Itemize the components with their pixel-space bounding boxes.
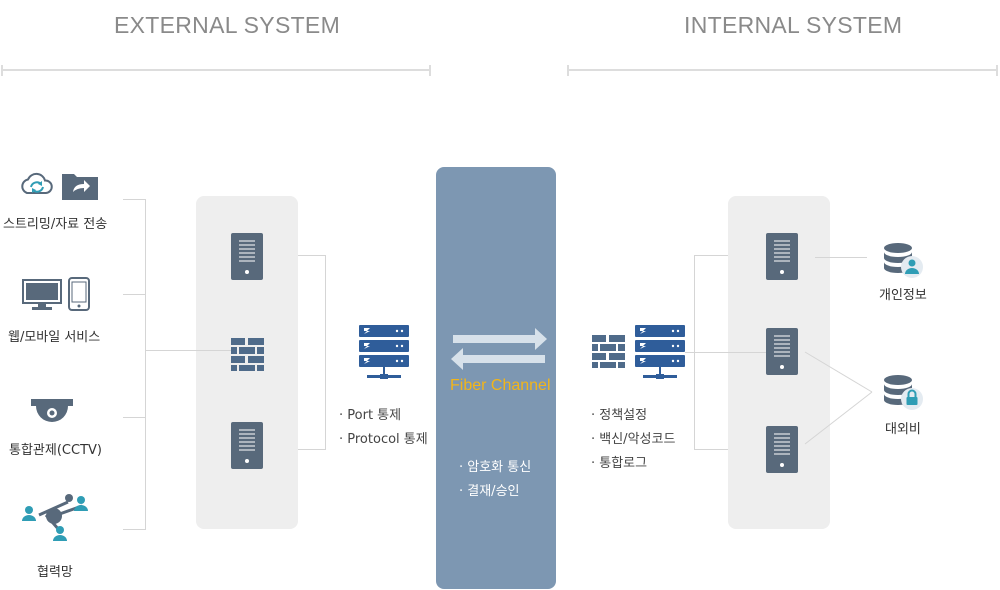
- server-icon: [231, 233, 263, 280]
- network-server-icon: [359, 325, 409, 379]
- connector: [123, 199, 146, 200]
- web-mobile-service-label: 웹/모바일 서비스: [8, 330, 101, 345]
- folder-share-icon: [62, 174, 98, 200]
- bullet-item: · Port 통제: [339, 408, 402, 423]
- internal-system-header: INTERNAL SYSTEM: [684, 12, 903, 38]
- connector: [146, 350, 232, 351]
- monitor-icon: [22, 279, 62, 310]
- connector: [298, 255, 325, 256]
- cctv-camera-icon: [31, 399, 73, 422]
- bullet-item: · 백신/악성코드: [591, 432, 676, 447]
- firewall-icon: [592, 335, 625, 368]
- connector: [123, 529, 146, 530]
- database-lock-icon: [884, 375, 923, 410]
- bullet-item: · 결재/승인: [459, 484, 520, 499]
- server-icon: [766, 328, 798, 375]
- server-icon: [766, 233, 798, 280]
- network-server-icon: [635, 325, 685, 379]
- connector: [325, 255, 326, 450]
- partner-network-label: 협력망: [37, 565, 73, 580]
- confidential-label: 대외비: [885, 422, 921, 437]
- fiber-channel-bullets: · 암호화 통신 · 결재/승인: [459, 456, 531, 504]
- streaming-transfer-label: 스트리밍/자료 전송: [3, 217, 108, 232]
- fiber-channel-label: Fiber Channel: [450, 377, 551, 394]
- connector: [298, 449, 325, 450]
- internal-bracket: [567, 65, 998, 76]
- connector: [145, 199, 146, 530]
- cloud-sync-icon: [21, 172, 53, 194]
- external-system-header: EXTERNAL SYSTEM: [114, 12, 341, 38]
- bullet-item: · 정책설정: [591, 408, 648, 423]
- mobile-phone-icon: [68, 277, 90, 311]
- fiber-channel-panel: [436, 167, 556, 589]
- server-icon: [766, 426, 798, 473]
- bullet-item: · Protocol 통제: [339, 432, 428, 447]
- connector: [123, 417, 146, 418]
- firewall-icon: [231, 338, 264, 371]
- server-icon: [231, 422, 263, 469]
- connector: [815, 257, 867, 258]
- external-bracket: [1, 65, 431, 76]
- internal-gateway-bullets: · 정책설정 · 백신/악성코드 · 통합로그: [591, 404, 675, 476]
- bullet-item: · 통합로그: [591, 456, 648, 471]
- cctv-control-label: 통합관제(CCTV): [9, 443, 102, 458]
- external-gateway-bullets: · Port 통제 · Protocol 통제: [339, 404, 428, 452]
- database-user-icon: [884, 243, 923, 278]
- connector: [694, 255, 728, 256]
- bidirectional-arrow-icon: [451, 328, 547, 370]
- connector: [694, 449, 728, 450]
- personal-info-label: 개인정보: [879, 288, 927, 303]
- network-share-icon: [22, 494, 88, 541]
- bullet-item: · 암호화 통신: [459, 460, 532, 475]
- connector: [685, 352, 767, 353]
- connector: [123, 294, 146, 295]
